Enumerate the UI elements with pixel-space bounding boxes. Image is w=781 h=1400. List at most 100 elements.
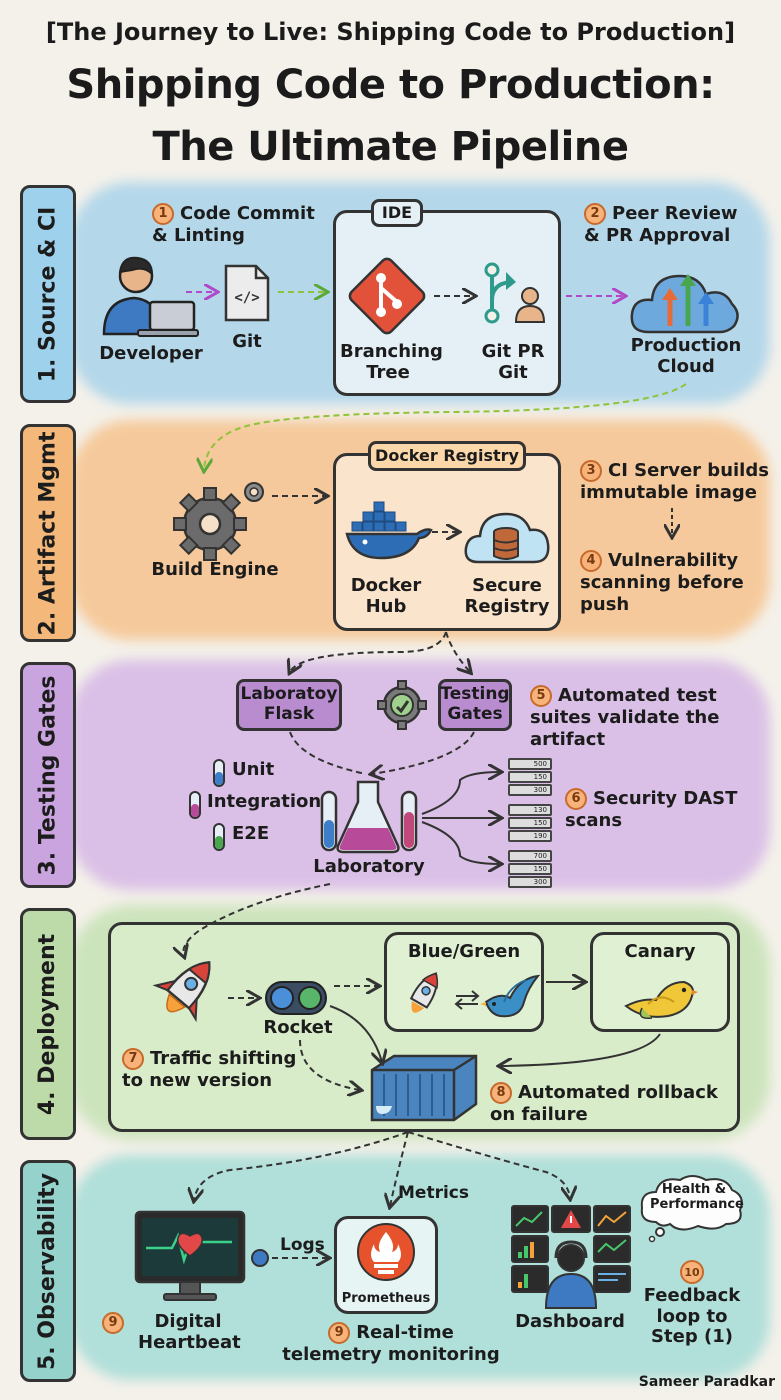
section-tab-testing: 3. Testing Gates — [20, 662, 76, 888]
git-branch-icon — [348, 257, 426, 335]
logs-label: Logs — [280, 1235, 325, 1255]
server-value: 150 — [533, 773, 547, 781]
step-number: 10 — [680, 1260, 704, 1284]
approval-gear-icon — [377, 680, 427, 730]
container-icon — [370, 1054, 478, 1122]
lab-flask-tag: Laboratoy Flask — [236, 679, 342, 731]
server-stack-1: 500 150 300 — [508, 758, 552, 796]
git-label: Git — [232, 331, 262, 352]
secure-registry-label: Secure Registry — [464, 575, 550, 617]
build-engine-label: Build Engine — [151, 559, 279, 580]
svg-text:</>: </> — [234, 290, 259, 306]
step-number: 7 — [122, 1048, 144, 1070]
blue-bird-icon — [480, 974, 541, 1018]
small-rocket-icon — [409, 972, 439, 1013]
blue-green-label: Blue/Green — [407, 941, 521, 962]
canary-label: Canary — [624, 941, 696, 962]
server-value: 500 — [533, 760, 547, 768]
server-row: 150 — [508, 863, 552, 875]
step-4-text: Vulnerability scanning before push — [580, 550, 744, 615]
canary-bird-icon — [624, 980, 698, 1020]
ide-tag-label: IDE — [381, 202, 413, 222]
testing-gates-tag: Testing Gates — [438, 679, 512, 731]
production-cloud-label: Production Cloud — [630, 335, 742, 377]
step-2-text: Peer Review & PR Approval — [584, 203, 738, 246]
unit-label: Unit — [232, 759, 275, 780]
section-tab-artifact: 2. Artifact Mgmt — [20, 424, 76, 642]
toggle-switch-icon — [265, 981, 327, 1015]
step-9-text: Real-time telemetry monitoring — [282, 1322, 500, 1365]
server-row: 700 — [508, 850, 552, 862]
server-value: 150 — [533, 865, 547, 873]
step-number: 9 — [328, 1322, 351, 1344]
server-value: 700 — [533, 852, 547, 860]
git-pr-label: Git PR Git — [481, 341, 545, 383]
step-3-text: CI Server builds immutable image — [580, 460, 769, 503]
testing-gates-tag-label: Testing Gates — [440, 684, 510, 724]
step-8-text: Automated rollback on failure — [490, 1082, 718, 1125]
swap-arrows-icon — [454, 990, 480, 1010]
step-9a-marker: 9 — [102, 1312, 130, 1334]
digital-heartbeat-label: Digital Heartbeat — [138, 1311, 241, 1353]
server-row: 150 — [508, 771, 552, 783]
server-stack-3: 700 150 300 — [508, 850, 552, 888]
docker-registry-tag-label: Docker Registry — [375, 445, 519, 465]
author-credit: Sameer Paradkar — [638, 1374, 775, 1390]
dashboard-label: Dashboard — [515, 1311, 625, 1332]
page-title-line-1: Shipping Code to Production: — [66, 62, 715, 108]
section-tab-deployment: 4. Deployment — [20, 908, 76, 1140]
e2e-label: E2E — [232, 823, 270, 844]
secure-registry-cloud-icon — [464, 512, 550, 564]
thought-bubble-shape — [640, 1175, 743, 1243]
step-number: 3 — [580, 460, 602, 482]
integration-test-tube-icon — [189, 791, 201, 819]
laboratory-flask-icon — [320, 780, 418, 854]
developer-icon — [102, 256, 199, 337]
section-tab-source-ci: 1. Source & CI — [20, 185, 76, 403]
health-performance-label: Health & Performance — [650, 1182, 744, 1212]
step-1-text: Code Commit & Linting — [152, 203, 315, 246]
rocket-icon — [152, 961, 211, 1023]
page-subtitle: [The Journey to Live: Shipping Code to P… — [45, 18, 736, 46]
prometheus-icon — [357, 1223, 415, 1281]
lab-flask-tag-label: Laboratoy Flask — [240, 684, 338, 724]
dashboard-operator-icon — [511, 1205, 631, 1309]
server-row: 300 — [508, 784, 552, 796]
docker-hub-label: Docker Hub — [350, 575, 422, 617]
e2e-test-tube-icon — [213, 823, 225, 851]
metrics-label: Metrics — [398, 1183, 469, 1203]
server-row: 150 — [508, 817, 552, 829]
step-number: 4 — [580, 550, 602, 572]
ide-tag: IDE — [371, 199, 423, 227]
unit-test-tube-icon — [213, 759, 225, 787]
docker-registry-tag: Docker Registry — [368, 441, 526, 471]
step-6-text: Security DAST scans — [565, 788, 738, 831]
build-engine-gears-icon — [173, 482, 264, 561]
step-10-marker: 10 — [680, 1260, 704, 1284]
step-number: 1 — [152, 203, 174, 225]
step-number: 9 — [102, 1312, 124, 1334]
server-value: 130 — [533, 806, 547, 814]
step-10-text: Feedback loop to Step (1) — [643, 1285, 741, 1348]
developer-label: Developer — [99, 343, 203, 364]
server-value: 190 — [533, 832, 547, 840]
docker-whale-icon — [345, 501, 433, 560]
step-number: 5 — [530, 685, 552, 707]
heartbeat-monitor-icon — [134, 1210, 246, 1301]
production-cloud-icon — [630, 274, 739, 334]
server-stack-2: 130 150 190 — [508, 804, 552, 842]
step-number: 6 — [565, 788, 587, 810]
step-5-text: Automated test suites validate the artif… — [530, 685, 720, 750]
step-number: 8 — [490, 1082, 512, 1104]
prometheus-label: Prometheus — [341, 1291, 431, 1306]
server-value: 150 — [533, 819, 547, 827]
step-7-text: Traffic shifting to new version — [122, 1048, 297, 1091]
